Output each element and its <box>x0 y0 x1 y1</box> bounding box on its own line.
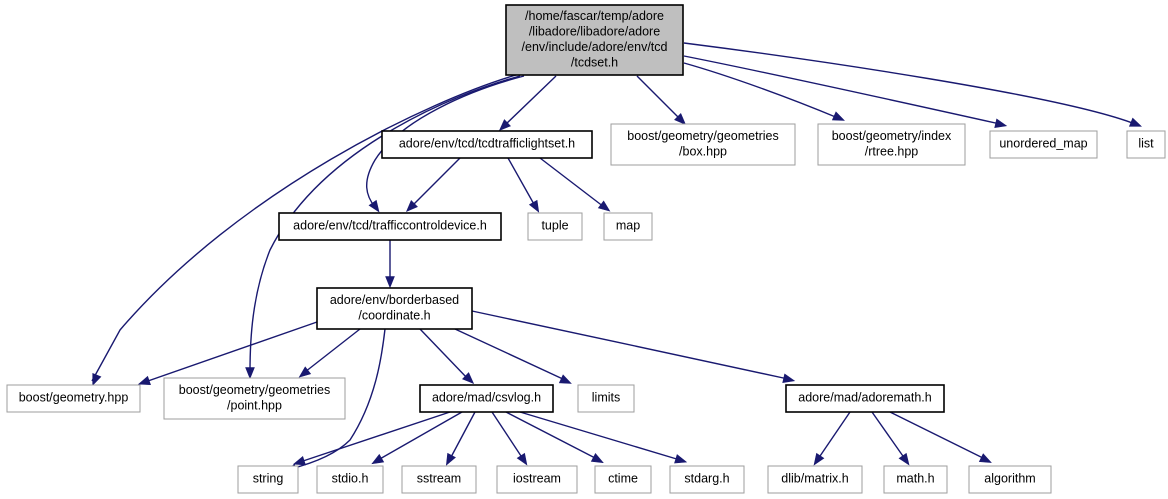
node-box[interactable] <box>968 465 1052 494</box>
node-box[interactable] <box>505 4 684 76</box>
node-label-list: list <box>1138 137 1154 151</box>
graph-node-sstream[interactable]: sstream <box>401 465 477 494</box>
edge-csvlog-to-string <box>292 411 451 466</box>
node-label-sstream: sstream <box>417 472 461 486</box>
node-box[interactable] <box>163 377 346 420</box>
node-label-algorithm: algorithm <box>984 472 1035 486</box>
node-label-stdio: stdio.h <box>332 472 369 486</box>
node-label-boost_point: boost/geometry/geometries/point.hpp <box>179 383 330 413</box>
edge-adoremath-to-dlib_matrix <box>813 411 851 466</box>
node-label-tuple: tuple <box>541 219 568 233</box>
node-label-dlib_matrix: dlib/matrix.h <box>781 472 848 486</box>
node-box[interactable] <box>817 123 966 166</box>
node-box[interactable] <box>527 212 583 241</box>
node-box[interactable] <box>316 465 384 494</box>
node-box[interactable] <box>883 465 948 494</box>
node-box[interactable] <box>577 384 635 413</box>
node-label-ctime: ctime <box>608 472 638 486</box>
node-label-unordered_map: unordered_map <box>999 137 1087 151</box>
graph-node-trafficcontroldevice[interactable]: adore/env/tcd/trafficcontroldevice.h <box>278 212 502 241</box>
edge-adoremath-to-algorithm <box>889 411 992 463</box>
graph-node-unordered_map[interactable]: unordered_map <box>989 130 1098 159</box>
graph-node-stdarg[interactable]: stdarg.h <box>669 465 745 494</box>
node-box[interactable] <box>603 212 653 241</box>
edge-csvlog-to-stdarg <box>519 411 688 464</box>
node-box[interactable] <box>6 384 141 413</box>
graph-node-tcdset[interactable]: /home/fascar/temp/adore/libadore/libador… <box>505 4 684 76</box>
node-box[interactable] <box>785 384 945 413</box>
edge-csvlog-to-stdio <box>371 411 463 465</box>
edge-tcdtrafficlightset-to-map <box>539 157 611 212</box>
node-box[interactable] <box>989 130 1098 159</box>
node-label-tcdtrafficlightset: adore/env/tcd/tcdtrafficlightset.h <box>399 137 575 151</box>
node-label-iostream: iostream <box>513 472 561 486</box>
node-label-string: string <box>253 472 284 486</box>
node-label-math: math.h <box>896 472 934 486</box>
node-label-map: map <box>616 219 640 233</box>
edge-tcdset-to-list <box>683 42 1142 127</box>
node-label-adoremath: adore/mad/adoremath.h <box>798 391 931 405</box>
graph-node-ctime[interactable]: ctime <box>594 465 652 494</box>
node-box[interactable] <box>401 465 477 494</box>
edge-tcdset-to-unordered_map <box>683 55 1008 128</box>
edge-tcdset-to-boost_rtree <box>683 62 845 121</box>
graph-node-boost_point[interactable]: boost/geometry/geometries/point.hpp <box>163 377 346 420</box>
edge-csvlog-to-sstream <box>445 411 476 466</box>
node-label-tcdset: /home/fascar/temp/adore/libadore/libador… <box>522 9 668 70</box>
graph-node-boost_box[interactable]: boost/geometry/geometries/box.hpp <box>610 123 796 166</box>
graph-node-algorithm[interactable]: algorithm <box>968 465 1052 494</box>
graph-node-limits[interactable]: limits <box>577 384 635 413</box>
node-label-csvlog: adore/mad/csvlog.h <box>432 391 541 405</box>
node-layer: /home/fascar/temp/adore/libadore/libador… <box>6 4 1166 494</box>
graph-node-tuple[interactable]: tuple <box>527 212 583 241</box>
edge-coordinate-to-boost_point <box>298 328 361 378</box>
edge-coordinate-to-csvlog <box>419 328 475 384</box>
node-box[interactable] <box>496 465 578 494</box>
graph-node-csvlog[interactable]: adore/mad/csvlog.h <box>419 384 554 413</box>
graph-node-stdio[interactable]: stdio.h <box>316 465 384 494</box>
edge-tcdset-to-tcdtrafficlightset <box>498 75 557 131</box>
graph-node-boost_rtree[interactable]: boost/geometry/index/rtree.hpp <box>817 123 966 166</box>
node-box[interactable] <box>316 287 473 330</box>
node-box[interactable] <box>594 465 652 494</box>
graph-node-dlib_matrix[interactable]: dlib/matrix.h <box>767 465 863 494</box>
graph-node-list[interactable]: list <box>1126 130 1166 159</box>
node-label-stdarg: stdarg.h <box>684 472 729 486</box>
graph-node-math[interactable]: math.h <box>883 465 948 494</box>
edge-coordinate-to-adoremath <box>471 310 796 383</box>
edge-trafficcontroldevice-to-coordinate <box>385 240 395 289</box>
edge-tcdset-to-boost_box <box>636 75 687 126</box>
graph-node-iostream[interactable]: iostream <box>496 465 578 494</box>
edge-csvlog-to-ctime <box>505 411 604 464</box>
edge-tcdtrafficlightset-to-tuple <box>507 157 540 213</box>
node-box[interactable] <box>610 123 796 166</box>
node-box[interactable] <box>767 465 863 494</box>
node-label-limits: limits <box>592 391 620 405</box>
node-label-trafficcontroldevice: adore/env/tcd/trafficcontroldevice.h <box>293 219 487 233</box>
node-box[interactable] <box>669 465 745 494</box>
graph-node-tcdtrafficlightset[interactable]: adore/env/tcd/tcdtrafficlightset.h <box>381 130 593 159</box>
edge-coordinate-to-boost_geometry <box>137 321 318 386</box>
node-box[interactable] <box>381 130 593 159</box>
node-label-boost_rtree: boost/geometry/index/rtree.hpp <box>832 129 952 159</box>
graph-node-map[interactable]: map <box>603 212 653 241</box>
edge-tcdtrafficlightset-to-trafficcontroldevice <box>405 157 461 213</box>
graph-node-coordinate[interactable]: adore/env/borderbased/coordinate.h <box>316 287 473 330</box>
node-label-coordinate: adore/env/borderbased/coordinate.h <box>330 293 459 323</box>
edge-layer <box>91 42 1142 474</box>
node-box[interactable] <box>419 384 554 413</box>
edge-csvlog-to-iostream <box>491 411 528 466</box>
edge-tcdset-to-boost_geometry <box>91 74 517 386</box>
edge-coordinate-to-limits <box>454 328 572 384</box>
graph-node-boost_geometry[interactable]: boost/geometry.hpp <box>6 384 141 413</box>
edge-adoremath-to-math <box>871 411 910 466</box>
node-box[interactable] <box>1126 130 1166 159</box>
graph-node-string[interactable]: string <box>237 465 299 494</box>
node-label-boost_box: boost/geometry/geometries/box.hpp <box>627 129 778 159</box>
node-box[interactable] <box>237 465 299 494</box>
node-label-boost_geometry: boost/geometry.hpp <box>19 391 129 405</box>
graph-node-adoremath[interactable]: adore/mad/adoremath.h <box>785 384 945 413</box>
node-box[interactable] <box>278 212 502 241</box>
